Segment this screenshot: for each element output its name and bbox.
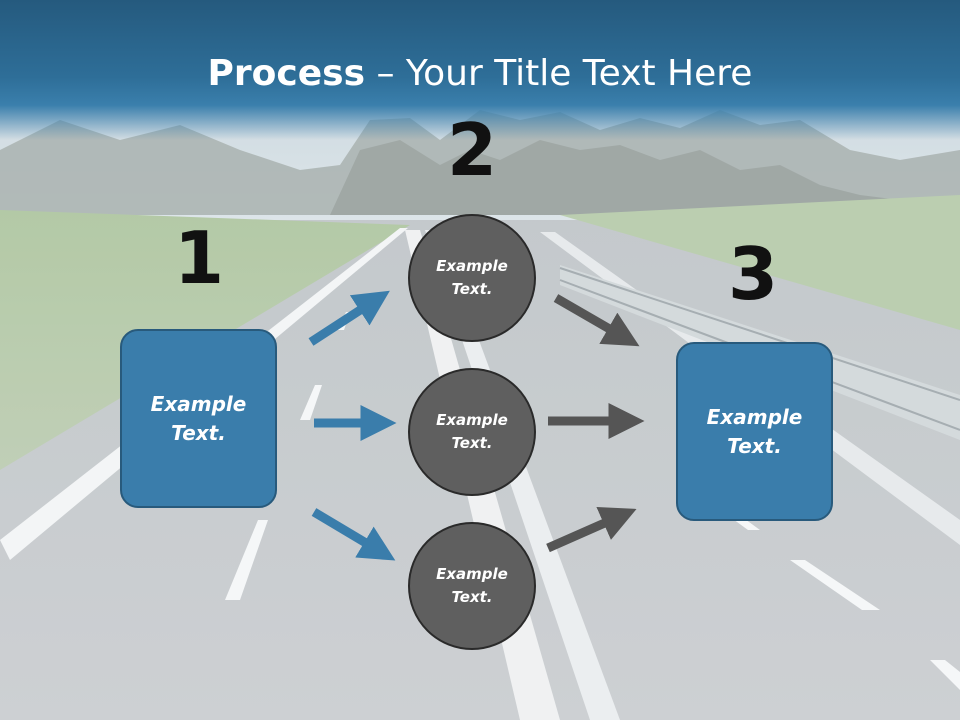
step-3-box: Example Text. [676, 342, 833, 521]
title-bar [0, 0, 960, 140]
arrow-icon [311, 508, 396, 561]
step-2-circle-text: Example Text. [436, 565, 508, 606]
title-bold: Process [207, 53, 366, 94]
step-2-circle-text: Example Text. [436, 411, 508, 452]
title-rest: – Your Title Text Here [365, 53, 753, 94]
step-2-circle-middle: Example Text. [408, 368, 536, 496]
step-1-box: Example Text. [120, 329, 277, 508]
step-1-text: Example Text. [150, 391, 247, 445]
arrow-icon [553, 294, 640, 347]
step-1-number: 1 [173, 216, 225, 300]
step-3-number: 3 [727, 232, 779, 316]
step-2-number: 2 [446, 108, 498, 192]
arrow-icon [308, 290, 390, 346]
step-3-text: Example Text. [706, 404, 803, 458]
slide-title: Process – Your Title Text Here [0, 52, 960, 96]
step-2-circle-bottom: Example Text. [408, 522, 536, 650]
step-2-circle-top: Example Text. [408, 214, 536, 342]
arrow-icon [546, 506, 637, 553]
step-2-circle-text: Example Text. [436, 257, 508, 298]
